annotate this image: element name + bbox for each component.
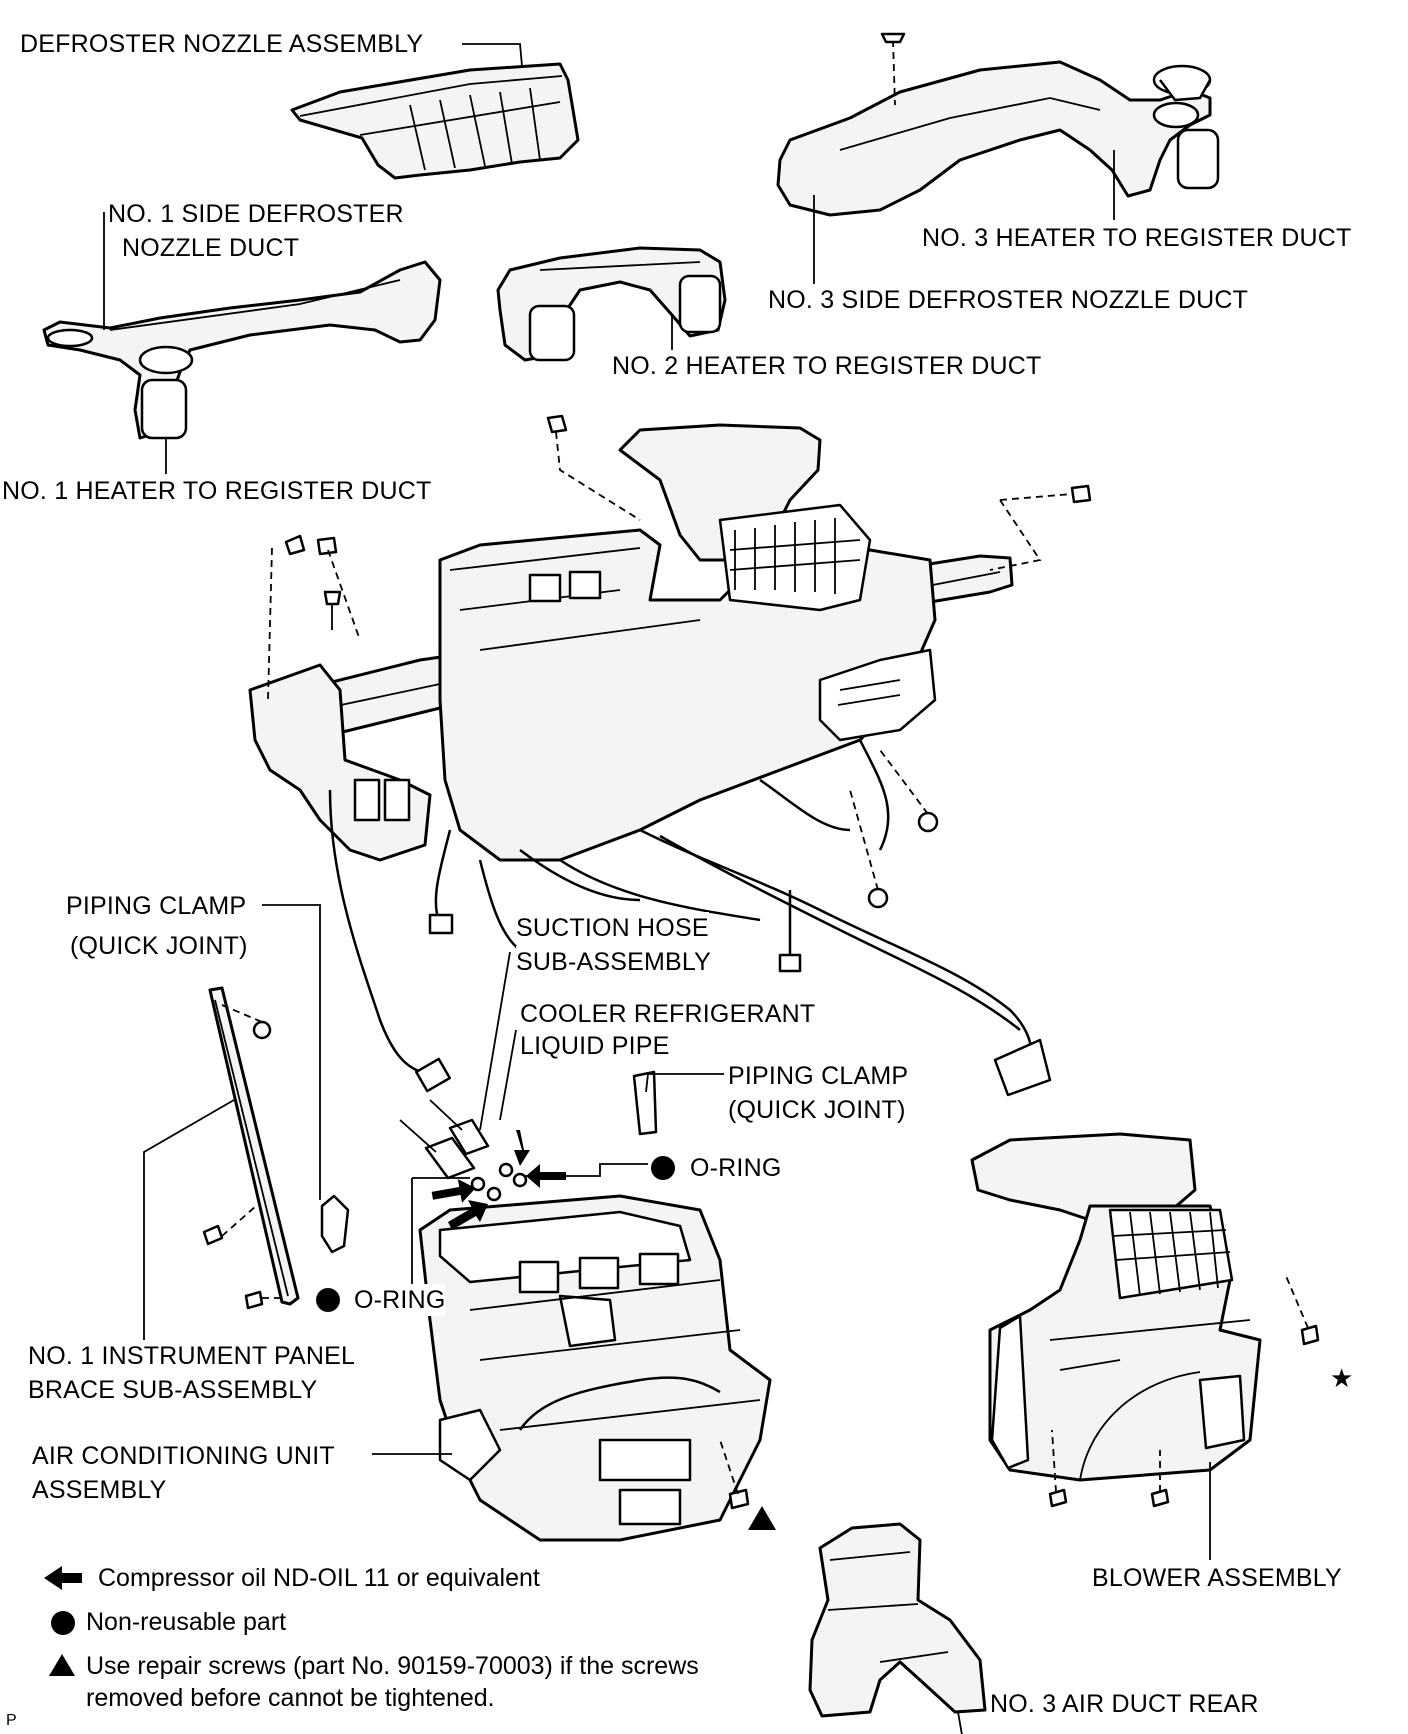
label-side-defroster-1-line2: NOZZLE DUCT <box>122 232 300 264</box>
legend-repair-screws-line1: Use repair screws (part No. 90159-70003)… <box>86 1652 699 1680</box>
no1-instrument-panel-brace-drawing <box>202 986 658 1310</box>
label-heater-register-2: NO. 2 HEATER TO REGISTER DUCT <box>612 350 1042 382</box>
triangle-marker-icon <box>748 1506 776 1530</box>
corner-mark: P <box>6 1712 17 1729</box>
label-suction-hose-line2: SUB-ASSEMBLY <box>516 946 712 978</box>
label-ac-unit-line2: ASSEMBLY <box>32 1474 167 1506</box>
no2-heater-to-register-duct-drawing <box>496 246 727 362</box>
legend-non-reusable: Non-reusable part <box>86 1608 287 1636</box>
label-suction-hose-line1: SUCTION HOSE <box>516 912 709 944</box>
label-air-duct-rear: NO. 3 AIR DUCT REAR <box>990 1688 1259 1720</box>
label-cooler-pipe-line1: COOLER REFRIGERANT <box>520 998 816 1030</box>
no1-side-defroster-nozzle-duct-drawing <box>42 260 442 440</box>
legend-compressor-oil: Compressor oil ND-OIL 11 or equivalent <box>98 1564 540 1592</box>
label-brace-line2: BRACE SUB-ASSEMBLY <box>28 1374 318 1406</box>
label-leader-lines <box>103 43 1211 1734</box>
defroster-nozzle-assembly-drawing <box>290 62 580 180</box>
blower-assembly-drawing <box>970 1132 1320 1508</box>
label-piping-clamp-left-line1: PIPING CLAMP <box>66 890 247 922</box>
label-heater-register-1: NO. 1 HEATER TO REGISTER DUCT <box>2 475 432 507</box>
label-cooler-pipe-line2: LIQUID PIPE <box>520 1030 670 1062</box>
label-heater-register-3: NO. 3 HEATER TO REGISTER DUCT <box>922 222 1352 254</box>
label-brace-line1: NO. 1 INSTRUMENT PANEL <box>28 1340 356 1372</box>
no3-heater-to-register-duct-drawing <box>776 32 1220 217</box>
legend-arrow-icon <box>44 1566 82 1590</box>
legend-triangle-icon <box>49 1654 75 1676</box>
label-o-ring-right: O-RING <box>690 1152 782 1184</box>
label-blower: BLOWER ASSEMBLY <box>1092 1562 1342 1594</box>
legend-repair-screws-line2: removed before cannot be tightened. <box>86 1684 495 1712</box>
label-piping-clamp-left-line2: (QUICK JOINT) <box>70 930 248 962</box>
label-o-ring-left: O-RING <box>354 1284 446 1316</box>
label-piping-clamp-right-line2: (QUICK JOINT) <box>728 1094 906 1126</box>
label-ac-unit-line1: AIR CONDITIONING UNIT <box>32 1440 335 1472</box>
legend-circle-icon <box>51 1611 75 1635</box>
label-piping-clamp-right-line1: PIPING CLAMP <box>728 1060 909 1092</box>
label-side-defroster-3: NO. 3 SIDE DEFROSTER NOZZLE DUCT <box>768 284 1249 316</box>
label-defroster-nozzle: DEFROSTER NOZZLE ASSEMBLY <box>20 28 424 60</box>
instrument-panel-reinforcement-drawing <box>248 414 1092 1097</box>
o-ring-symbol-left <box>316 1288 340 1312</box>
air-conditioning-unit-drawing <box>399 1099 772 1542</box>
label-side-defroster-1-line1: NO. 1 SIDE DEFROSTER <box>108 198 404 230</box>
no3-air-duct-rear-drawing <box>808 1522 987 1718</box>
o-ring-symbol-right <box>651 1156 675 1180</box>
star-marker: ★ <box>1330 1363 1354 1393</box>
